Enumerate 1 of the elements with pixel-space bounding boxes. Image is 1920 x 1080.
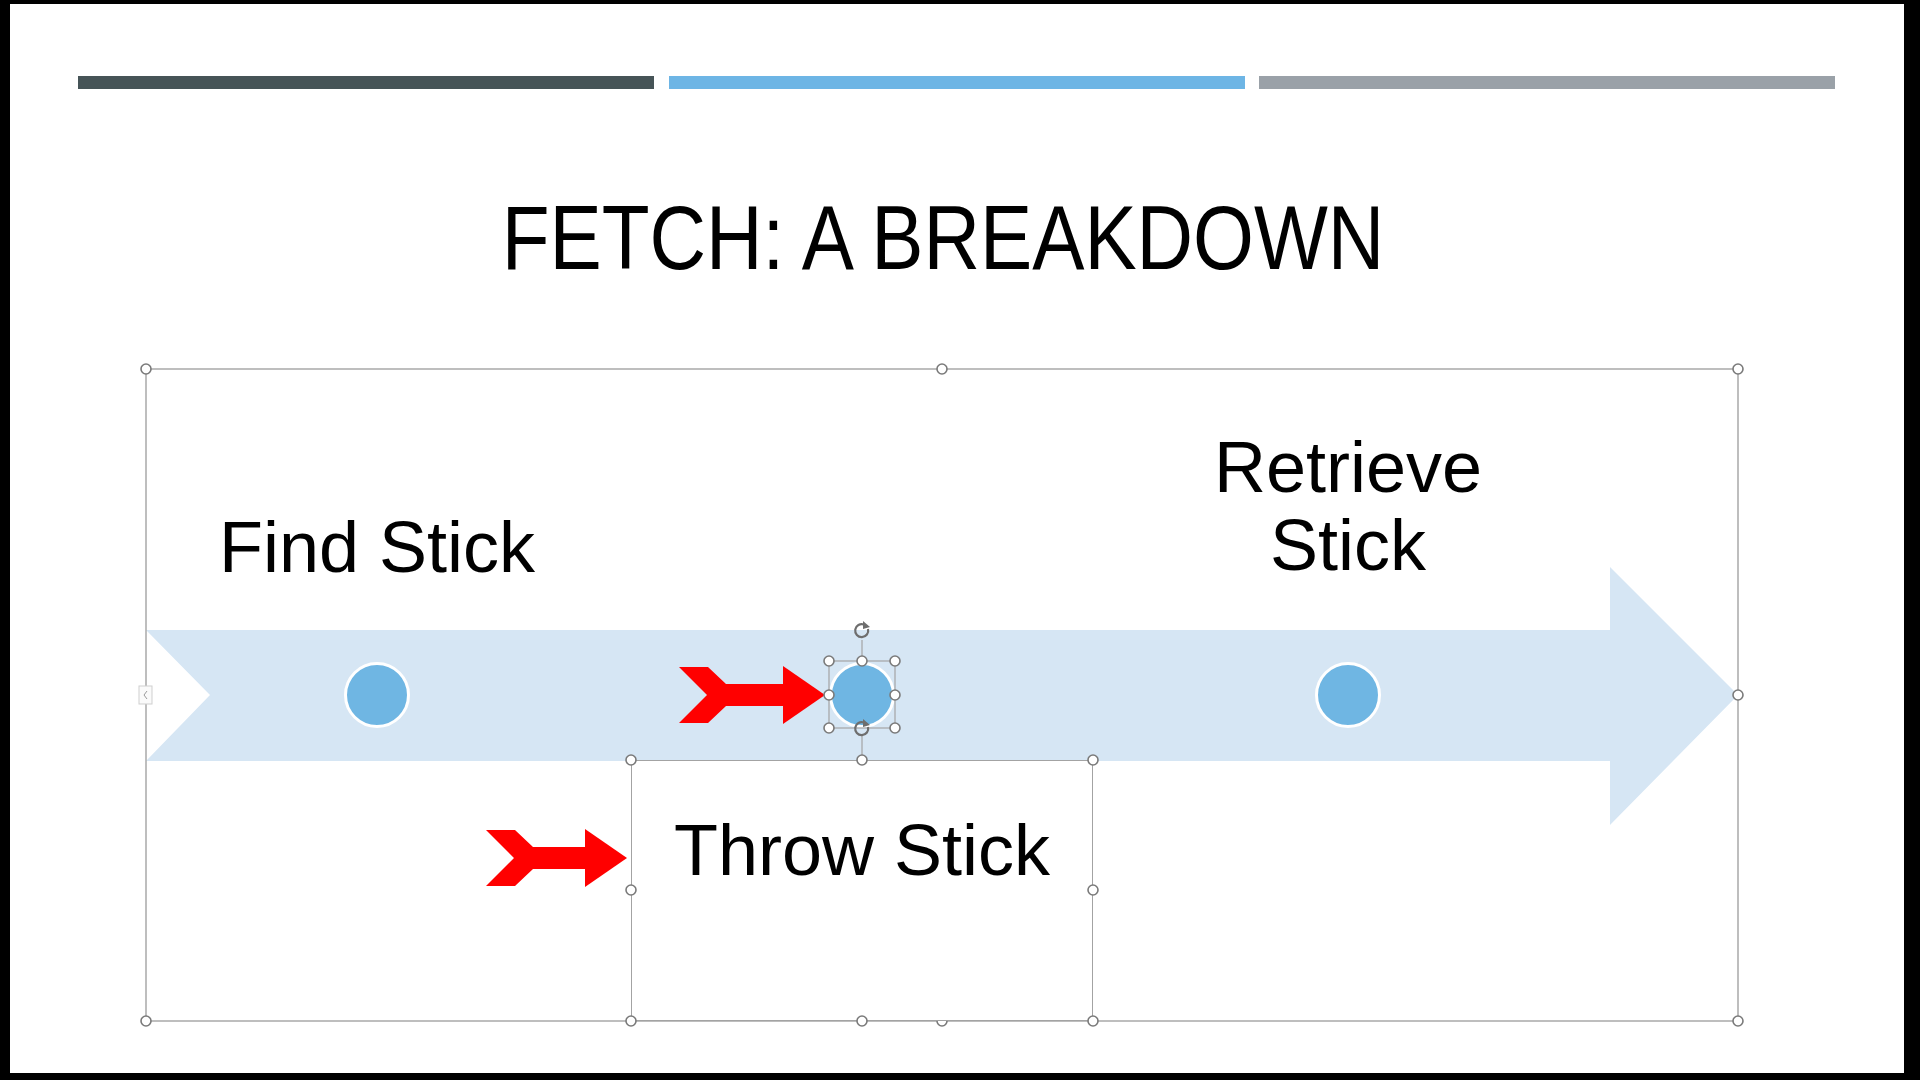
title: FETCH: A BREAKDOWN — [501, 188, 1385, 288]
